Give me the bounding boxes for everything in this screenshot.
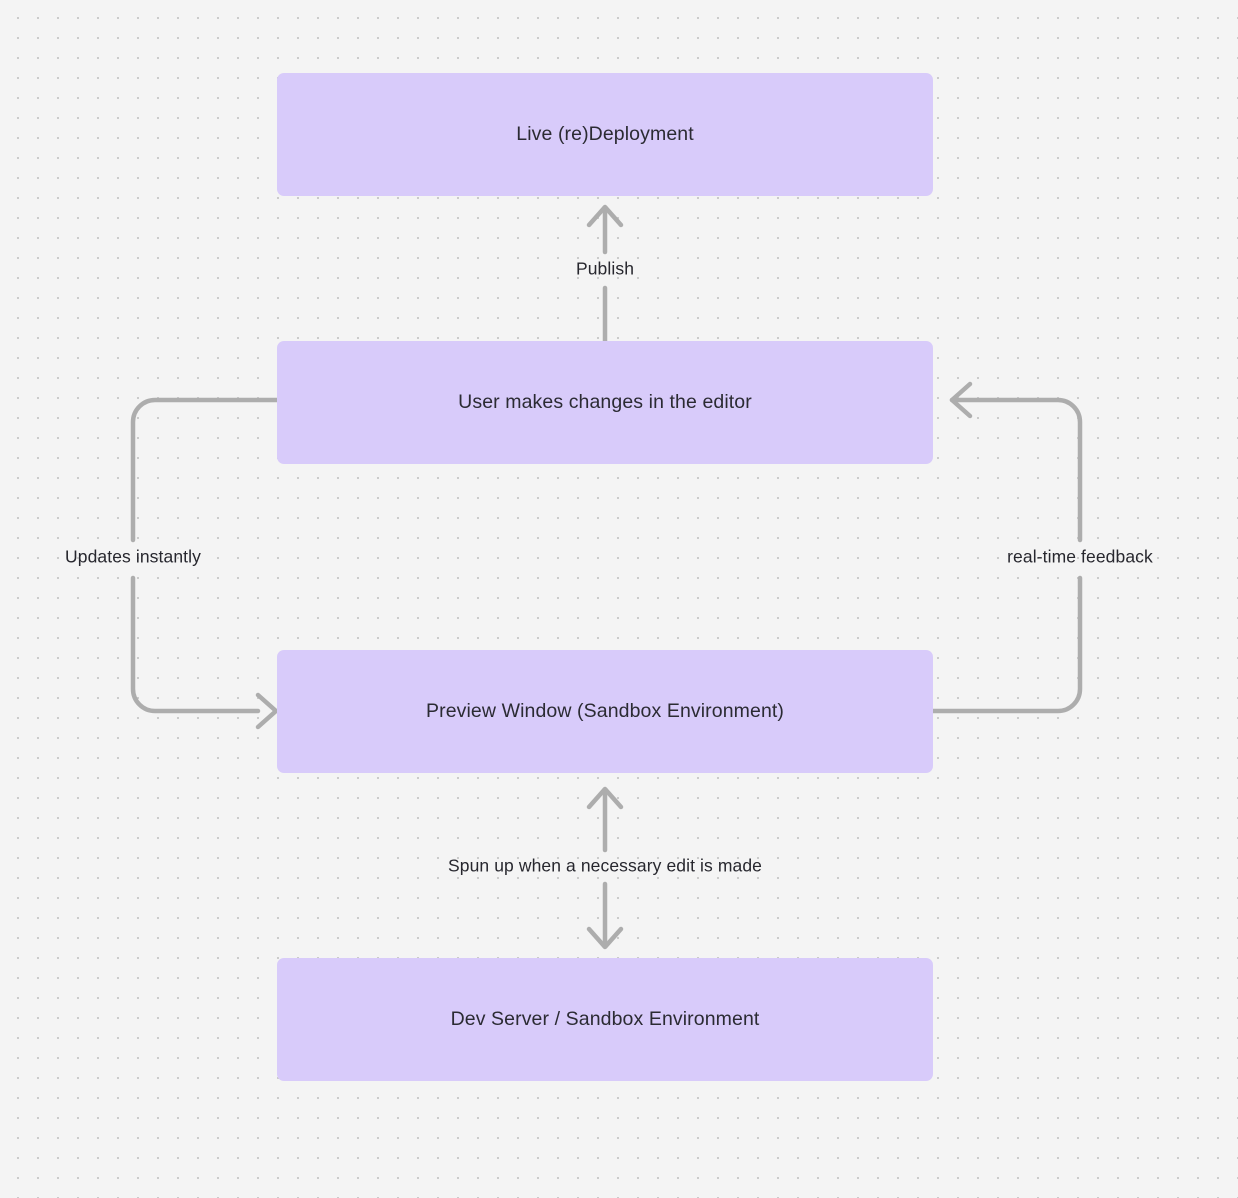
edge-publish-arrowhead-up [586, 204, 624, 228]
edge-label-updates-instantly: Updates instantly [65, 546, 201, 567]
edge-label-realtime-feedback: real-time feedback [1007, 546, 1153, 567]
node-dev-server[interactable]: Dev Server / Sandbox Environment [277, 958, 933, 1081]
node-dev-server-label: Dev Server / Sandbox Environment [450, 1008, 760, 1030]
edge-label-publish: Publish [575, 258, 635, 279]
node-user-makes-changes-label: User makes changes in the editor [458, 391, 752, 413]
node-live-redeployment-label: Live (re)Deployment [516, 123, 694, 145]
edge-spun-arrowhead-down [586, 926, 624, 950]
edge-label-spun-up: Spun up when a necessary edit is made [447, 855, 763, 876]
node-preview-window[interactable]: Preview Window (Sandbox Environment) [277, 650, 933, 773]
node-preview-window-label: Preview Window (Sandbox Environment) [426, 700, 784, 722]
edge-realtime-lower-segment [930, 575, 1083, 714]
node-live-redeployment[interactable]: Live (re)Deployment [277, 73, 933, 196]
edge-spun-arrowhead-up [586, 786, 624, 810]
edge-updates-upper-segment [130, 397, 280, 543]
edge-updates-arrowhead-right [255, 692, 279, 730]
edge-realtime-upper-segment [949, 397, 1083, 543]
edge-realtime-arrowhead-left [949, 381, 973, 419]
edge-updates-lower-segment [130, 575, 261, 714]
node-user-makes-changes[interactable]: User makes changes in the editor [277, 341, 933, 464]
